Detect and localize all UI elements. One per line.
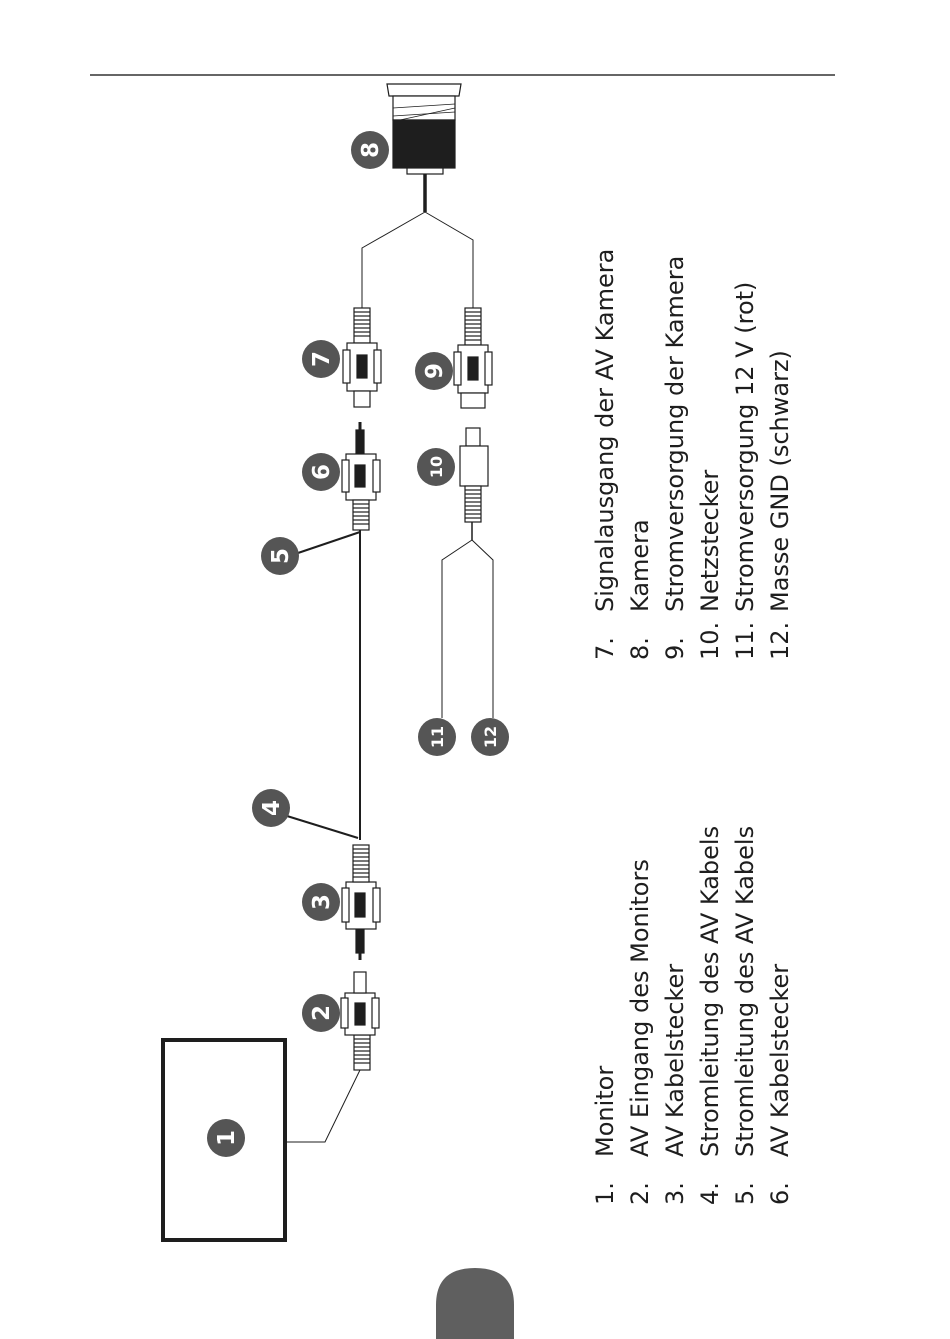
legend-num-11: 11.: [731, 622, 759, 660]
wire-red: [441, 539, 473, 718]
svg-text:11: 11: [428, 726, 447, 748]
wire-monitor: [285, 1069, 361, 1143]
legend-num-12: 12.: [766, 622, 794, 660]
svg-text:1: 1: [214, 1130, 240, 1146]
legend-num-8: 8.: [626, 637, 654, 660]
legend-num-2: 2.: [626, 1182, 654, 1205]
badge-2: 2: [302, 994, 340, 1032]
badge-10: 10: [417, 448, 455, 486]
legend-text-10: Netzstecker: [696, 470, 724, 612]
legend-text-7: Signalausgang der AV Kamera: [591, 249, 619, 612]
svg-text:5: 5: [268, 548, 294, 564]
legend-text-1: Monitor: [591, 1066, 619, 1157]
svg-text:7: 7: [309, 351, 335, 367]
legend-num-7: 7.: [591, 637, 619, 660]
connector-9: [453, 307, 493, 409]
wire-split-right: [424, 211, 474, 308]
legend-num-9: 9.: [661, 637, 689, 660]
wires: [285, 170, 494, 1143]
svg-text:4: 4: [259, 800, 285, 816]
legend-text-3: AV Kabelstecker: [661, 964, 689, 1157]
legend-num-4: 4.: [696, 1182, 724, 1205]
connector-10: [459, 427, 489, 523]
svg-text:6: 6: [309, 464, 335, 480]
legend-num-6: 6.: [766, 1182, 794, 1205]
legend-text-6: AV Kabelstecker: [766, 964, 794, 1157]
badge-7: 7: [302, 340, 340, 378]
legend-num-3: 3.: [661, 1182, 689, 1205]
leader-5: [297, 531, 361, 554]
connector-3: [341, 844, 381, 960]
svg-text:3: 3: [309, 894, 335, 910]
svg-text:10: 10: [427, 456, 446, 478]
legend-text-9: Stromversorgung der Kamera: [661, 256, 689, 612]
camera-8: [386, 83, 462, 175]
badge-3: 3: [302, 883, 340, 921]
legend-right: 7. Signalausgang der AV Kamera 8. Kamera…: [591, 249, 794, 660]
badge-4: 4: [252, 789, 290, 827]
connector-7: [342, 307, 382, 408]
svg-text:2: 2: [309, 1005, 335, 1021]
legend-text-2: AV Eingang des Monitors: [626, 859, 654, 1157]
badge-11: 11: [418, 718, 456, 756]
connector-6: [341, 422, 381, 531]
legend-text-4: Stromleitung des AV Kabels: [696, 826, 724, 1157]
wire-split-left: [361, 211, 426, 308]
wire-black: [471, 539, 494, 718]
badge-9: 9: [415, 352, 453, 390]
legend-text-11: Stromversorgung 12 V (rot): [731, 282, 759, 612]
svg-text:12: 12: [481, 726, 500, 748]
legend-left: 1. Monitor 2. AV Eingang des Monitors 3.…: [591, 826, 794, 1205]
svg-text:8: 8: [358, 142, 384, 158]
legend-text-12: Masse GND (schwarz): [766, 350, 794, 612]
legend-text-8: Kamera: [626, 519, 654, 612]
page-tab: [436, 1268, 514, 1339]
legend-num-5: 5.: [731, 1182, 759, 1205]
badge-1: 1: [207, 1119, 245, 1157]
leader-4: [286, 815, 359, 839]
badge-6: 6: [302, 453, 340, 491]
legend-text-5: Stromleitung des AV Kabels: [731, 826, 759, 1157]
connector-2: [340, 971, 380, 1071]
legend-num-1: 1.: [591, 1182, 619, 1205]
badge-5: 5: [261, 537, 299, 575]
badge-8: 8: [351, 131, 389, 169]
legend-num-10: 10.: [696, 622, 724, 660]
badge-12: 12: [471, 718, 509, 756]
svg-text:9: 9: [422, 363, 448, 379]
